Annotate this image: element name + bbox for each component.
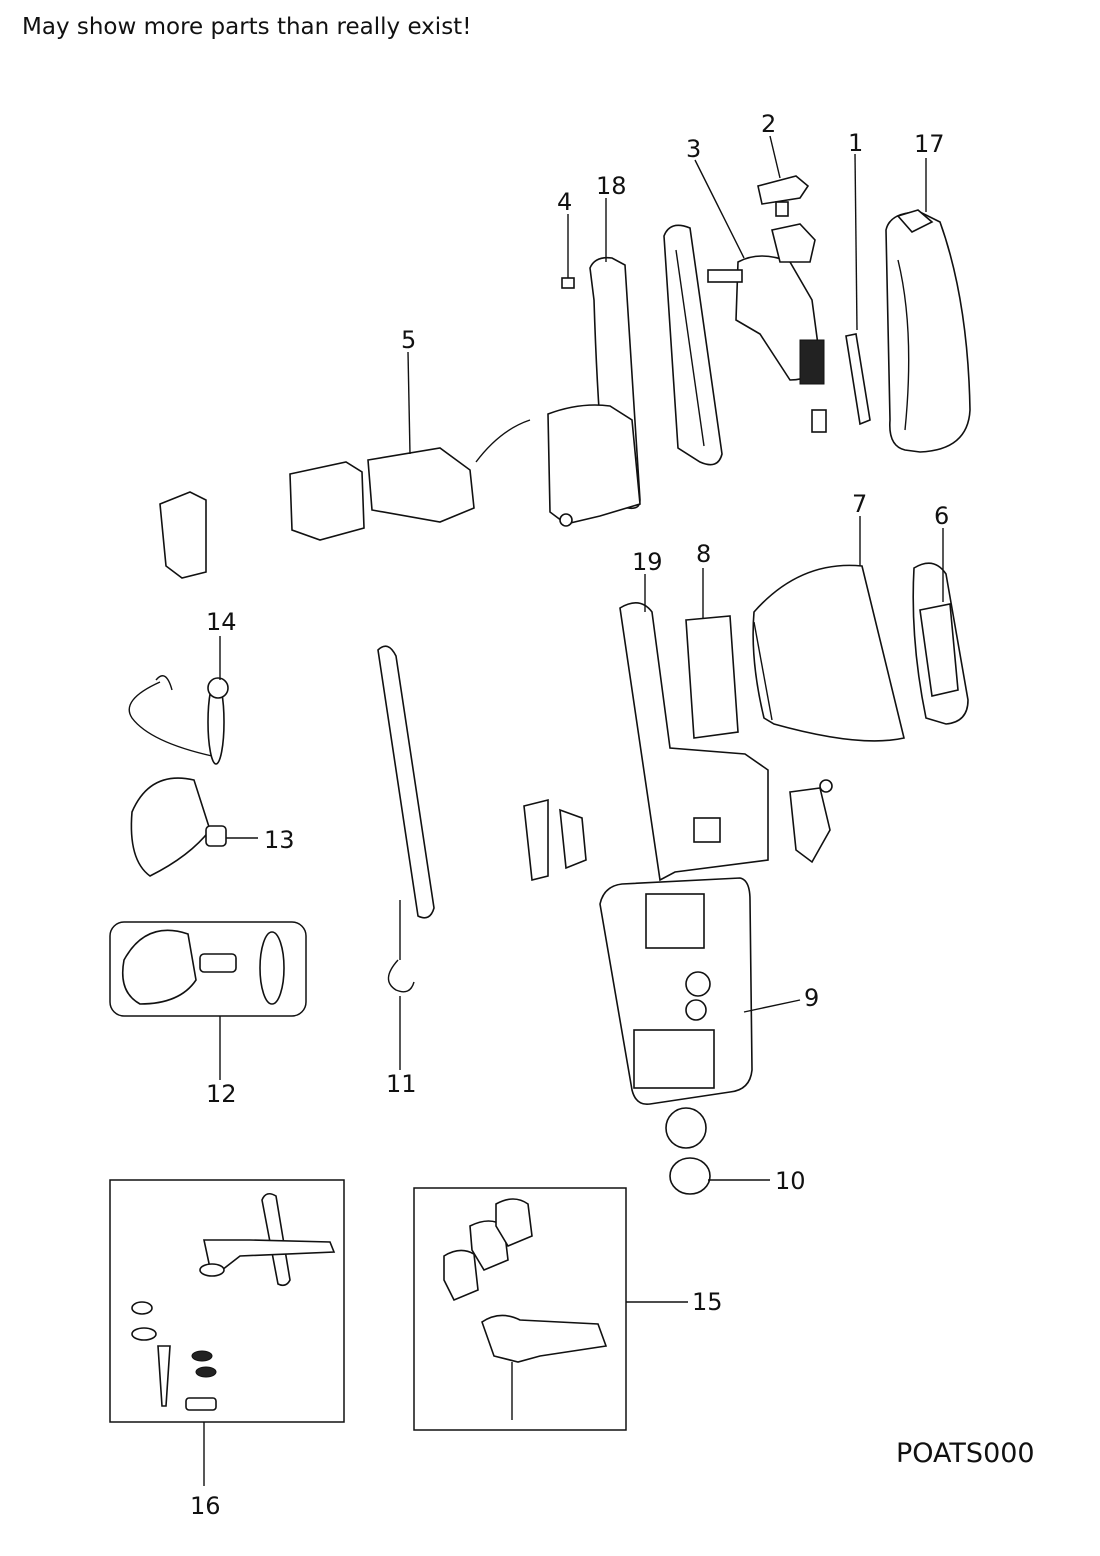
small-pad-part [561,277,575,289]
diagram-code: POATS000 [896,1438,1035,1469]
callout-4: 4 [557,188,572,216]
callout-12: 12 [206,1080,237,1108]
base-plate-part [377,645,435,1070]
callout-14: 14 [206,608,237,636]
whisk-part [109,921,307,1080]
callout-16: 16 [190,1492,221,1520]
callout-13: 13 [264,826,295,854]
slicer-attachment-part [413,1187,688,1431]
gasket-frame-part [663,224,723,466]
callout-2: 2 [761,110,776,138]
callout-3: 3 [686,135,701,163]
lower-housing-part [547,404,641,527]
switch-bracket-part [523,798,587,881]
flat-beater-part [130,777,258,877]
ring-part [685,615,739,739]
cover-plate-part [845,333,871,426]
dough-hook-part [128,675,229,765]
column-part [619,602,769,882]
callout-1: 1 [848,129,863,157]
motor-part [159,419,531,579]
callout-9: 9 [804,984,819,1012]
speed-knob-part [757,175,810,217]
callout-15: 15 [692,1288,723,1316]
callout-18: 18 [596,172,627,200]
mincer-attachment-part [109,1179,345,1486]
callout-10: 10 [775,1167,806,1195]
callout-8: 8 [696,540,711,568]
callout-17: 17 [914,130,945,158]
gearbox-part [707,223,827,433]
top-cover-part [885,209,971,453]
lever-part [789,779,833,864]
notice-text: May show more parts than really exist! [22,14,472,40]
base-panel-part [599,877,801,1106]
callout-7: 7 [852,490,867,518]
callout-5: 5 [401,326,416,354]
foot-part [665,1107,770,1195]
bowl-part [752,564,905,742]
callout-6: 6 [934,502,949,530]
callout-19: 19 [632,548,663,576]
bowl-lid-part [912,562,969,725]
callout-11: 11 [386,1070,417,1098]
